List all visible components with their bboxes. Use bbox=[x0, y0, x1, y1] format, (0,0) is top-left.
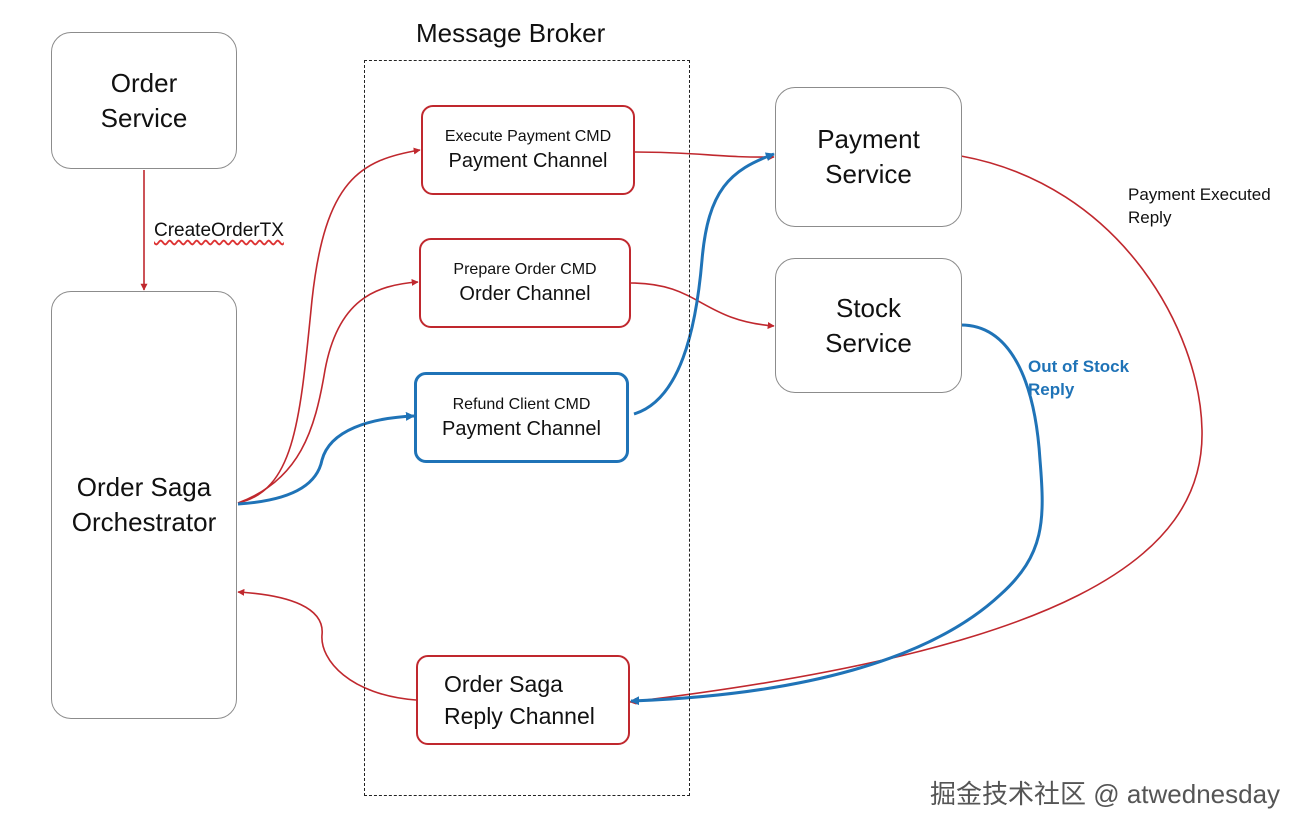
order-saga-orchestrator-box[interactable]: Order Saga Orchestrator bbox=[51, 291, 237, 719]
execute-payment-cmd-label: Execute Payment CMD bbox=[444, 128, 612, 145]
create-order-tx-text: CreateOrderTX bbox=[154, 220, 284, 241]
arrow-to-payment-service bbox=[633, 151, 775, 161]
refund-client-channel-box[interactable]: Refund Client CMD Payment Channel bbox=[414, 372, 629, 463]
create-order-tx-label: CreateOrderTX bbox=[154, 220, 284, 242]
message-broker-boundary bbox=[364, 60, 690, 796]
payment-service-box[interactable]: Payment Service bbox=[775, 87, 962, 227]
message-broker-title: Message Broker bbox=[416, 18, 606, 48]
payment-executed-reply-label: Payment Executed Reply bbox=[1128, 183, 1271, 229]
reply-channel-label-1: Order Saga bbox=[444, 671, 563, 697]
arrow-to-stock-service bbox=[629, 282, 775, 329]
stock-service-label-1: Stock bbox=[835, 292, 902, 323]
order-service-label-1: Order bbox=[110, 67, 178, 98]
order-service-label-2: Service bbox=[100, 102, 188, 133]
orchestrator-label-2: Orchestrator bbox=[71, 507, 217, 537]
prepare-order-channel-name: Order Channel bbox=[459, 283, 591, 305]
refund-client-channel-name: Payment Channel bbox=[442, 417, 601, 440]
refund-client-cmd-label: Refund Client CMD bbox=[452, 395, 591, 413]
out-of-stock-reply-label: Out of Stock Reply bbox=[1028, 355, 1129, 401]
arrow-to-execute-payment bbox=[237, 147, 421, 504]
execute-payment-channel-box[interactable]: Execute Payment CMD Payment Channel bbox=[421, 105, 635, 195]
order-saga-reply-channel-box[interactable]: Order Saga Reply Channel bbox=[416, 655, 630, 745]
reply-channel-label-2: Reply Channel bbox=[444, 703, 595, 729]
payment-service-label-1: Payment bbox=[817, 124, 920, 154]
arrow-out-of-stock-reply bbox=[630, 323, 1044, 706]
payment-executed-text: Payment Executed bbox=[1128, 185, 1271, 204]
arrow-refund-to-payment-service bbox=[633, 152, 775, 416]
arrow-payment-executed-reply bbox=[629, 155, 1203, 705]
payment-reply-text: Reply bbox=[1128, 208, 1172, 227]
arrow-reply-to-orchestrator bbox=[237, 588, 417, 701]
stock-service-label-2: Service bbox=[825, 327, 912, 358]
out-of-stock-text: Out of Stock bbox=[1028, 357, 1130, 376]
execute-payment-channel-name: Payment Channel bbox=[448, 150, 608, 172]
arrow-to-prepare-order bbox=[237, 278, 419, 504]
order-service-box[interactable]: Order Service bbox=[51, 32, 237, 169]
prepare-order-channel-box[interactable]: Prepare Order CMD Order Channel bbox=[419, 238, 631, 328]
payment-service-label-2: Service bbox=[825, 159, 912, 189]
orchestrator-label-1: Order Saga bbox=[76, 472, 212, 502]
watermark: 掘金技术社区 @ atwednesday bbox=[930, 779, 1281, 809]
prepare-order-cmd-label: Prepare Order CMD bbox=[453, 261, 597, 278]
arrow-to-refund-client bbox=[237, 411, 415, 506]
stock-service-box[interactable]: Stock Service bbox=[775, 258, 962, 393]
out-of-stock-reply-text: Reply bbox=[1028, 380, 1075, 399]
